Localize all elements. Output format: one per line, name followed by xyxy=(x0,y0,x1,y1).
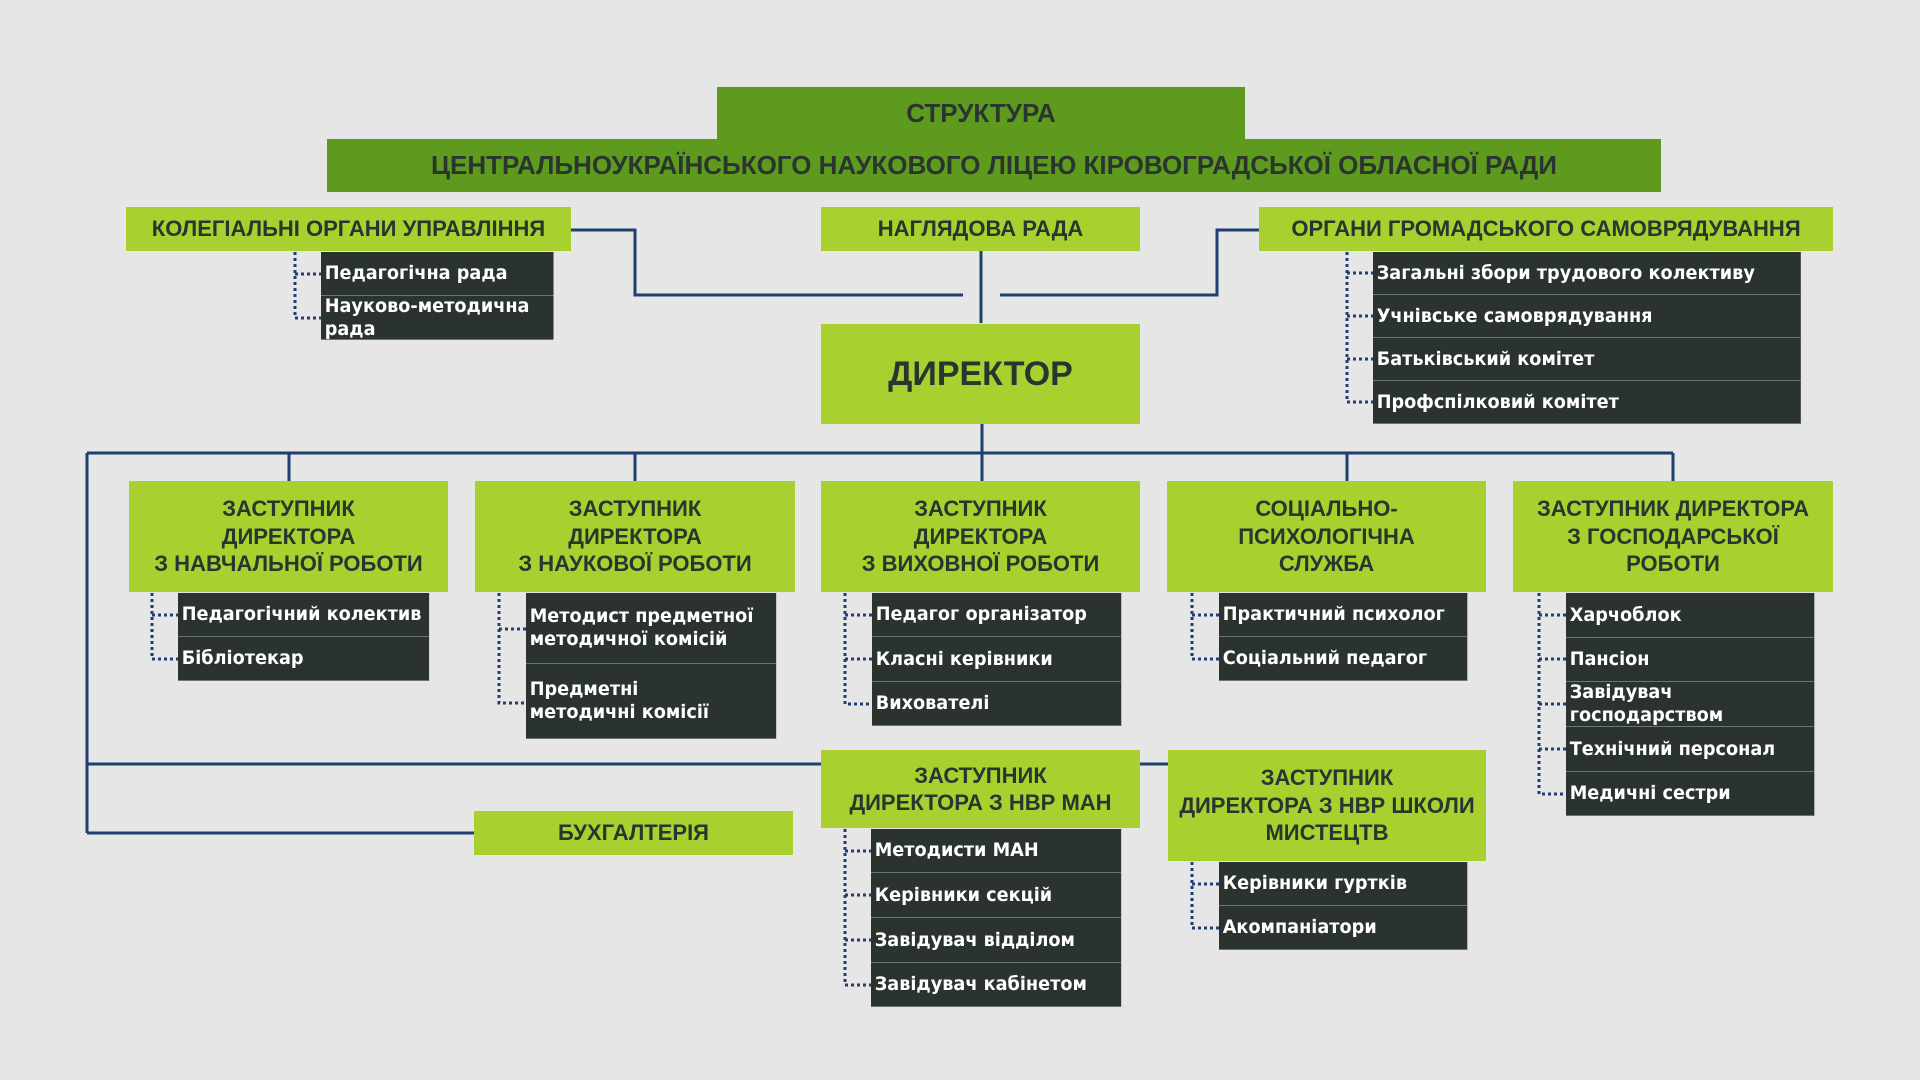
arts-item: Акомпаніатори xyxy=(1219,906,1468,950)
connector-public xyxy=(1000,228,1259,297)
household-item: Завідувач господарством xyxy=(1566,681,1815,727)
household-item: Медичні сестри xyxy=(1566,772,1815,816)
man-item: Завідувач кабінетом xyxy=(871,963,1122,1007)
collegial-bodies-box: КОЛЕГІАЛЬНІ ОРГАНИ УПРАВЛІННЯ xyxy=(126,207,571,251)
academic-item: Педагогічний колектив xyxy=(178,593,430,637)
director-box: ДИРЕКТОР xyxy=(821,324,1140,424)
upbringing-item: Вихователі xyxy=(872,682,1122,726)
supervisory-board-box: НАГЛЯДОВА РАДА xyxy=(821,207,1140,251)
deputy-upbringing-box: ЗАСТУПНИК ДИРЕКТОРА З ВИХОВНОЇ РОБОТИ xyxy=(821,481,1140,592)
deputy-academic-box: ЗАСТУПНИК ДИРЕКТОРА З НАВЧАЛЬНОЇ РОБОТИ xyxy=(129,481,448,592)
deputy-household-box: ЗАСТУПНИК ДИРЕКТОРА З ГОСПОДАРСЬКОЇ РОБО… xyxy=(1513,481,1833,592)
deputy-man-box: ЗАСТУПНИК ДИРЕКТОРА З НВР МАН xyxy=(821,750,1140,828)
social-psych-service-box: СОЦІАЛЬНО- ПСИХОЛОГІЧНА СЛУЖБА xyxy=(1167,481,1486,592)
public-body-item: Профспілковий комітет xyxy=(1373,381,1801,424)
public-body-item: Учнівське самоврядування xyxy=(1373,295,1801,338)
household-item: Пансіон xyxy=(1566,638,1815,682)
man-item: Методисти МАН xyxy=(871,829,1122,873)
accounting-box: БУХГАЛТЕРІЯ xyxy=(474,811,793,855)
title-line1: СТРУКТУРА xyxy=(717,87,1245,139)
upbringing-item: Педагог організатор xyxy=(872,593,1122,637)
arts-item: Керівники гуртків xyxy=(1219,862,1468,906)
man-item: Завідувач відділом xyxy=(871,918,1122,963)
public-body-item: Батьківський комітет xyxy=(1373,338,1801,381)
household-item: Харчоблок xyxy=(1566,593,1815,638)
science-item: Методист предметної методичної комісій xyxy=(526,593,777,664)
academic-item: Бібліотекар xyxy=(178,637,430,681)
man-item: Керівники секцій xyxy=(871,873,1122,918)
social-item: Соціальний педагог xyxy=(1219,637,1468,681)
title-line2: ЦЕНТРАЛЬНОУКРАЇНСЬКОГО НАУКОВОГО ЛІЦЕЮ К… xyxy=(327,139,1661,192)
collegial-item: Науково-методична рада xyxy=(321,295,554,340)
social-item: Практичний психолог xyxy=(1219,593,1468,637)
public-bodies-box: ОРГАНИ ГРОМАДСЬКОГО САМОВРЯДУВАННЯ xyxy=(1259,207,1833,251)
deputy-arts-box: ЗАСТУПНИК ДИРЕКТОРА З НВР ШКОЛИ МИСТЕЦТВ xyxy=(1168,750,1486,861)
public-body-item: Загальні збори трудового колективу xyxy=(1373,252,1801,295)
connector-collegial xyxy=(571,228,963,297)
collegial-item: Педагогічна рада xyxy=(321,252,554,296)
deputy-science-box: ЗАСТУПНИК ДИРЕКТОРА З НАУКОВОЇ РОБОТИ xyxy=(475,481,795,592)
upbringing-item: Класні керівники xyxy=(872,637,1122,682)
household-item: Технічний персонал xyxy=(1566,727,1815,772)
science-item: Предметні методичні комісії xyxy=(526,664,777,739)
